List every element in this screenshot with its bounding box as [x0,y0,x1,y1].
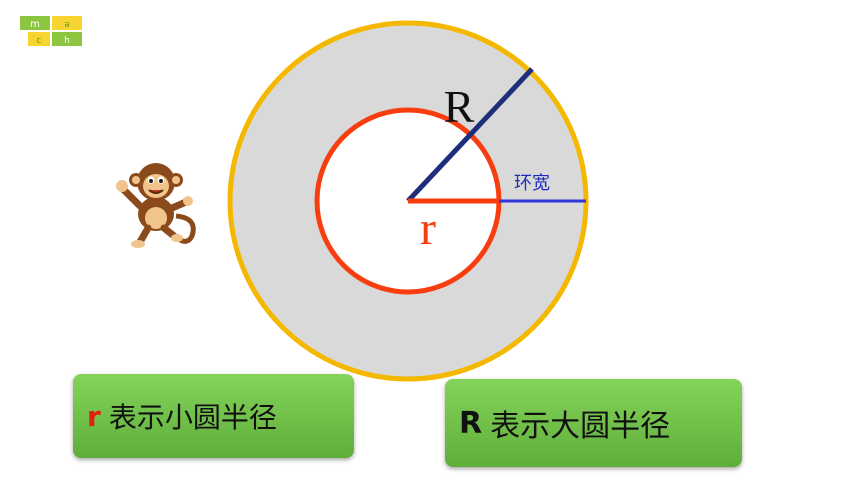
big-radius-line [406,67,534,203]
svg-text:a: a [64,20,70,30]
big-radius-legend-box: R 表示大圆半径 [445,379,742,467]
small-radius-legend-box: r 表示小圆半径 [73,374,354,458]
small-radius-label: r [420,202,436,255]
svg-text:m: m [30,19,40,30]
svg-text:c: c [37,36,42,46]
abc-blocks-logo-icon: m a c h [20,16,82,46]
big-radius-legend-letter: R [459,405,483,441]
svg-text:h: h [64,36,70,46]
big-radius-legend-text: 表示大圆半径 [490,409,671,444]
small-radius-legend-letter: r [87,399,101,433]
big-radius-label: R [444,81,475,132]
monkey-mascot-icon [116,163,196,248]
ring-width-label: 环宽 [514,173,550,194]
small-radius-legend-text: 表示小圆半径 [108,401,277,434]
